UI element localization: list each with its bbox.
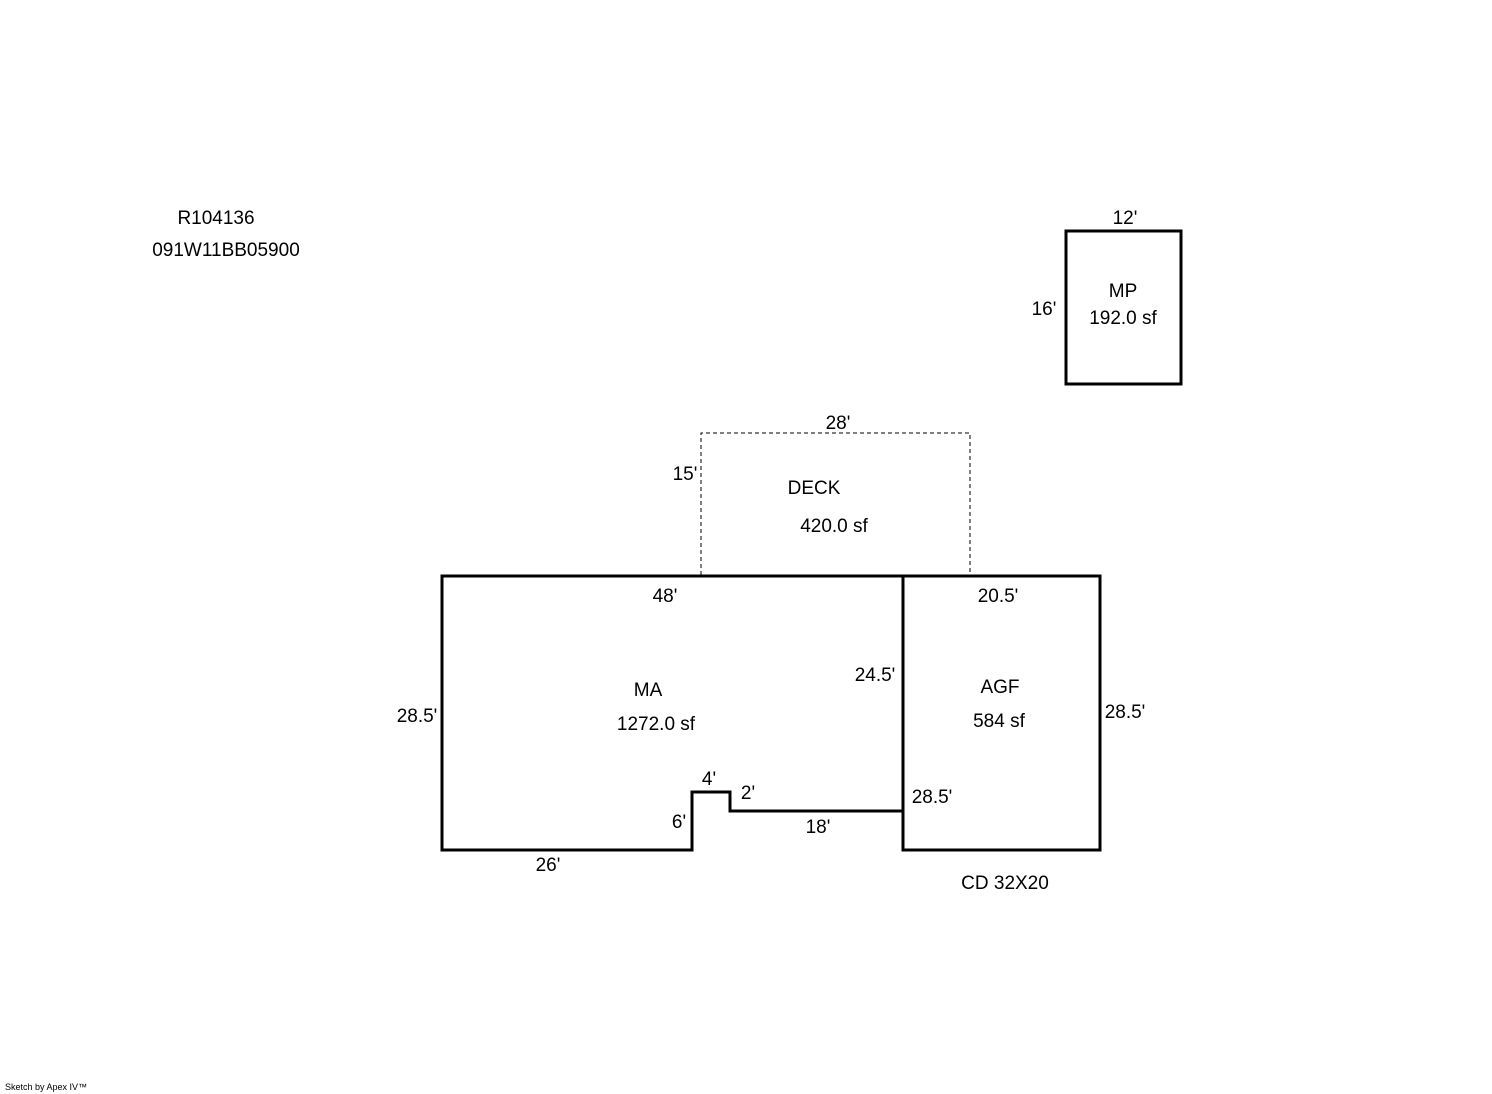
- mp-top-dimension: 12': [1113, 208, 1138, 229]
- sketch-credit: Sketch by Apex IV™: [5, 1082, 87, 1092]
- deck-top-dimension: 28': [826, 413, 851, 434]
- agf-outline: [901, 574, 1102, 852]
- ma-notch-top-dimension: 4': [702, 769, 716, 790]
- agf-inner-left-dimension: 28.5': [912, 787, 953, 808]
- ma-top-dimension: 48': [653, 586, 678, 607]
- agf-area: 584 sf: [973, 711, 1025, 732]
- carport-note: CD 32X20: [961, 873, 1049, 894]
- deck-area: 420.0 sf: [800, 516, 868, 537]
- agf-label: AGF: [980, 677, 1019, 698]
- ma-outline: [440, 574, 905, 852]
- mp-label: MP: [1109, 281, 1138, 302]
- ma-inner-bottom-dimension: 18': [806, 817, 831, 838]
- ma-left-dimension: 28.5': [397, 706, 438, 727]
- deck-label: DECK: [788, 478, 841, 499]
- parcel-map-number: 091W11BB05900: [152, 240, 300, 261]
- mp-area: 192.0 sf: [1089, 308, 1157, 329]
- mp-outline: [1064, 229, 1183, 386]
- ma-right-dimension: 24.5': [855, 665, 896, 686]
- ma-label: MA: [634, 680, 663, 701]
- ma-notch-right-dimension: 2': [741, 783, 755, 804]
- parcel-account: R104136: [177, 208, 254, 229]
- agf-top-dimension: 20.5': [978, 586, 1019, 607]
- ma-notch-left-dimension: 6': [672, 812, 686, 833]
- deck-outline: [700, 432, 971, 575]
- agf-right-dimension: 28.5': [1105, 702, 1146, 723]
- ma-bottom-dimension: 26': [536, 855, 561, 876]
- ma-area: 1272.0 sf: [617, 714, 696, 735]
- deck-left-dimension: 15': [673, 464, 698, 485]
- mp-left-dimension: 16': [1032, 299, 1057, 320]
